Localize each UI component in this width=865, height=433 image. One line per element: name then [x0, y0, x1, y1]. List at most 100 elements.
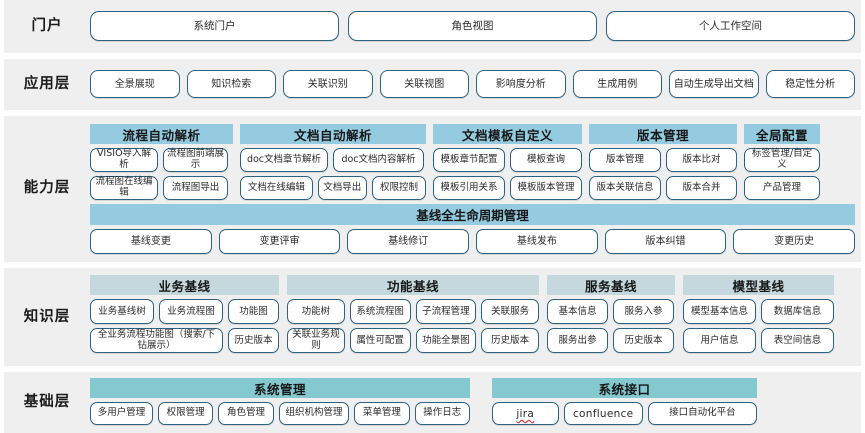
foundation-item-0-0-2[interactable]: 角色管理: [218, 402, 274, 426]
application-item-5[interactable]: 生成用例: [572, 70, 662, 99]
application-item-4[interactable]: 影响度分析: [476, 70, 566, 99]
application-item-1[interactable]: 知识检索: [186, 70, 276, 99]
knowledge-item-3-1-1[interactable]: 表空间信息: [761, 328, 834, 354]
baseline-item-4[interactable]: 版本纠错: [604, 229, 727, 255]
baseline-item-1[interactable]: 变更评审: [218, 229, 341, 255]
capability-item-1-1-0[interactable]: 文档在线编辑: [240, 176, 313, 201]
capability-item-3-1-0[interactable]: 版本关联信息: [589, 176, 661, 201]
foundation-group-1-header: 系统接口: [492, 378, 757, 399]
baseline-item-0[interactable]: 基线变更: [90, 229, 212, 255]
knowledge-item-2-0-0[interactable]: 基本信息: [547, 299, 608, 325]
layer-application: 应用层 全景展现 知识检索 关联识别 关联视图 影响度分析 生成用例 自动生成导…: [4, 58, 861, 110]
knowledge-item-2-1-0[interactable]: 服务出参: [547, 328, 608, 354]
baseline-item-3[interactable]: 基线发布: [476, 229, 598, 255]
foundation-item-0-0-0[interactable]: 多用户管理: [90, 402, 153, 426]
capability-group-2-row-1: 模板引用关系模板版本管理: [433, 176, 582, 201]
knowledge-group-2-row-1: 服务出参历史版本: [547, 328, 675, 354]
capability-group-2-row-0: 模板章节配置模板查询: [433, 148, 582, 173]
portal-item-2[interactable]: 个人工作空间: [606, 11, 855, 42]
knowledge-item-1-0-3[interactable]: 关联服务: [481, 299, 539, 325]
knowledge-group-0-rows: 业务基线树业务流程图功能图全业务流程功能图（搜索/下钻展示）历史版本: [90, 299, 279, 354]
foundation-item-0-0-4[interactable]: 菜单管理: [354, 402, 410, 426]
knowledge-group-3-row-0: 模型基本信息数据库信息: [683, 299, 834, 325]
capability-item-2-0-0[interactable]: 模板章节配置: [433, 148, 505, 173]
application-item-2[interactable]: 关联识别: [283, 70, 373, 99]
foundation-item-0-0-3[interactable]: 组织机构管理: [278, 402, 350, 426]
application-item-6[interactable]: 自动生成导出文档: [669, 70, 759, 99]
knowledge-group-1: 功能基线功能树系统流程图子流程管理关联服务关联业务规则属性可配置功能全景图历史版…: [287, 275, 539, 354]
knowledge-item-1-0-0[interactable]: 功能树: [287, 299, 345, 325]
capability-item-2-0-1[interactable]: 模板查询: [510, 148, 582, 173]
knowledge-item-1-0-1[interactable]: 系统流程图: [349, 299, 411, 325]
application-item-7[interactable]: 稳定性分析: [765, 70, 855, 99]
knowledge-item-0-1-1[interactable]: 历史版本: [228, 328, 279, 354]
capability-group-4-rows: 标签管理/自定义产品管理: [744, 148, 820, 201]
knowledge-item-0-0-0[interactable]: 业务基线树: [90, 299, 154, 325]
knowledge-item-1-1-2[interactable]: 功能全景图: [415, 328, 477, 354]
foundation-item-0-0-1[interactable]: 权限管理: [157, 402, 214, 426]
knowledge-item-0-0-1[interactable]: 业务流程图: [159, 299, 223, 325]
layer-body-portal: 系统门户 角色视图 个人工作空间: [90, 11, 861, 42]
knowledge-item-0-1-0[interactable]: 全业务流程功能图（搜索/下钻展示）: [90, 328, 223, 354]
baseline-item-2[interactable]: 基线修订: [347, 229, 470, 255]
knowledge-item-1-1-3[interactable]: 历史版本: [481, 328, 539, 354]
capability-group-0-row-1: 流程图在线编辑流程图导出: [90, 176, 233, 201]
capability-group-4-row-1: 产品管理: [744, 176, 820, 201]
capability-item-2-1-1[interactable]: 模板版本管理: [510, 176, 582, 201]
capability-item-1-0-1[interactable]: doc文档内容解析: [333, 148, 424, 173]
foundation-item-0-0-5[interactable]: 操作日志: [414, 402, 470, 426]
capability-group-2-header: 文档模板自定义: [433, 124, 582, 145]
layer-label-capability: 能力层: [23, 180, 71, 197]
foundation-item-1-0-0[interactable]: jira: [492, 402, 559, 426]
capability-item-0-0-1[interactable]: 流程图前端展示: [163, 148, 228, 173]
foundation-group-0-header: 系统管理: [90, 378, 470, 399]
capability-group-0-header: 流程自动解析: [90, 124, 233, 145]
portal-item-0[interactable]: 系统门户: [90, 11, 339, 42]
knowledge-item-1-1-1[interactable]: 属性可配置: [349, 328, 411, 354]
capability-item-3-1-1[interactable]: 版本合并: [666, 176, 737, 201]
baseline-lifecycle-header: 基线全生命周期管理: [90, 204, 855, 226]
foundation-item-1-0-1[interactable]: confluence: [563, 402, 643, 426]
capability-item-3-0-0[interactable]: 版本管理: [589, 148, 661, 173]
knowledge-item-2-1-1[interactable]: 历史版本: [613, 328, 674, 354]
capability-item-4-1-0[interactable]: 产品管理: [744, 176, 820, 201]
knowledge-group-1-rows: 功能树系统流程图子流程管理关联服务关联业务规则属性可配置功能全景图历史版本: [287, 299, 539, 354]
knowledge-item-1-0-2[interactable]: 子流程管理: [415, 299, 477, 325]
capability-group-4: 全局配置标签管理/自定义产品管理: [744, 124, 820, 201]
knowledge-group-2-header: 服务基线: [547, 275, 675, 296]
capability-group-2: 文档模板自定义模板章节配置模板查询模板引用关系模板版本管理: [433, 124, 582, 201]
foundation-group-0-rows: 多用户管理权限管理角色管理组织机构管理菜单管理操作日志: [90, 402, 470, 426]
capability-item-2-1-0[interactable]: 模板引用关系: [433, 176, 505, 201]
capability-item-0-0-0[interactable]: VISIO导入解析: [90, 148, 158, 173]
spellcheck-underlined-text: jira: [516, 407, 535, 420]
knowledge-item-0-0-2[interactable]: 功能图: [228, 299, 279, 325]
capability-group-3-header: 版本管理: [589, 124, 737, 145]
knowledge-group-3: 模型基线模型基本信息数据库信息用户信息表空间信息: [683, 275, 834, 354]
baseline-item-5[interactable]: 变更历史: [733, 229, 856, 255]
foundation-item-1-0-2[interactable]: 接口自动化平台: [647, 402, 757, 426]
capability-item-0-1-1[interactable]: 流程图导出: [163, 176, 228, 201]
knowledge-group-0-row-0: 业务基线树业务流程图功能图: [90, 299, 279, 325]
knowledge-item-3-0-0[interactable]: 模型基本信息: [683, 299, 756, 325]
capability-item-1-1-2[interactable]: 权限控制: [371, 176, 426, 201]
capability-item-3-0-1[interactable]: 版本比对: [666, 148, 737, 173]
knowledge-item-1-1-0[interactable]: 关联业务规则: [287, 328, 345, 354]
application-item-0[interactable]: 全景展现: [90, 70, 180, 99]
capability-item-1-1-1[interactable]: 文档导出: [317, 176, 367, 201]
application-item-3[interactable]: 关联视图: [379, 70, 469, 99]
capability-group-4-row-0: 标签管理/自定义: [744, 148, 820, 173]
knowledge-item-3-0-1[interactable]: 数据库信息: [761, 299, 834, 325]
portal-item-1[interactable]: 角色视图: [348, 11, 597, 42]
capability-item-0-1-0[interactable]: 流程图在线编辑: [90, 176, 158, 201]
capability-item-1-0-0[interactable]: doc文档章节解析: [240, 148, 328, 173]
knowledge-item-3-1-0[interactable]: 用户信息: [683, 328, 756, 354]
capability-item-4-0-0[interactable]: 标签管理/自定义: [744, 148, 820, 173]
layer-label-knowledge: 知识层: [23, 308, 71, 325]
knowledge-item-2-0-1[interactable]: 服务入参: [613, 299, 674, 325]
